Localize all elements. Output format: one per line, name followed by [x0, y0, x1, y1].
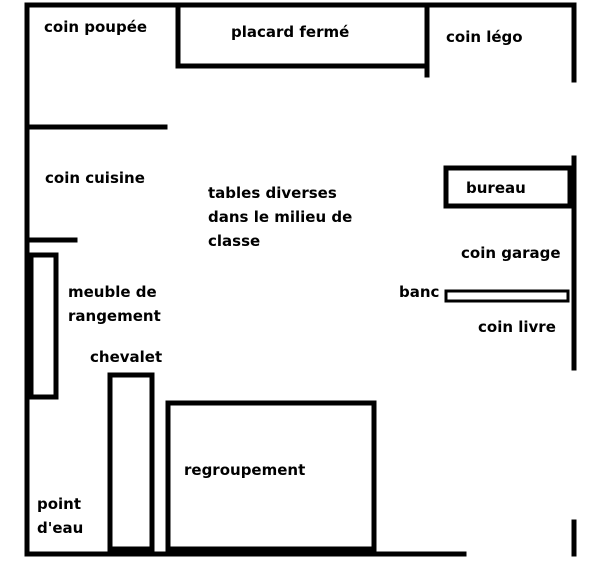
bureau-box: [443, 165, 573, 209]
label-placard-ferme: placard fermé: [231, 23, 350, 41]
label-coin-lego: coin légo: [446, 28, 523, 46]
banc-box: [444, 289, 570, 303]
regroupement-area: [165, 400, 377, 552]
meuble-de-rangement-box: [28, 252, 59, 400]
label-coin-cuisine: coin cuisine: [45, 169, 145, 187]
label-tables-diverses: tables diverses dans le milieu de classe: [208, 184, 353, 250]
chevalet-box: [107, 372, 155, 552]
label-coin-poupee: coin poupée: [44, 18, 148, 36]
label-bureau: bureau: [466, 179, 526, 197]
label-chevalet: chevalet: [90, 348, 163, 366]
label-meuble-de-rangement: meuble de rangement: [68, 283, 161, 325]
label-regroupement: regroupement: [184, 461, 306, 479]
label-banc: banc: [399, 283, 440, 301]
label-coin-garage: coin garage: [461, 244, 561, 262]
label-point-d-eau: point d'eau: [37, 495, 84, 537]
label-coin-livre: coin livre: [478, 318, 556, 336]
